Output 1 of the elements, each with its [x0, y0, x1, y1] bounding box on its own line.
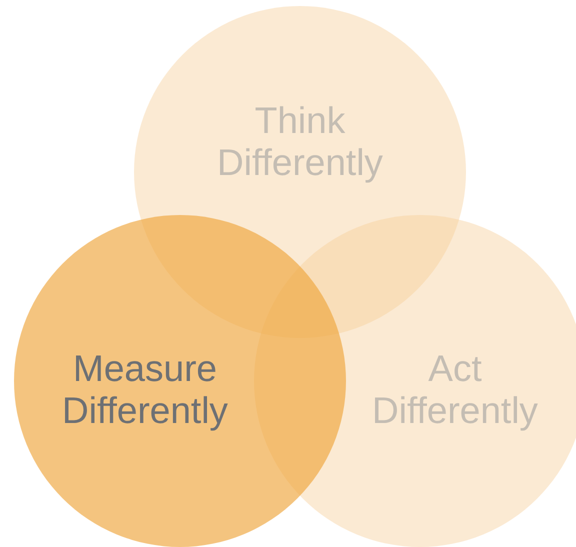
circle-label: Measure Differently — [61, 348, 229, 432]
